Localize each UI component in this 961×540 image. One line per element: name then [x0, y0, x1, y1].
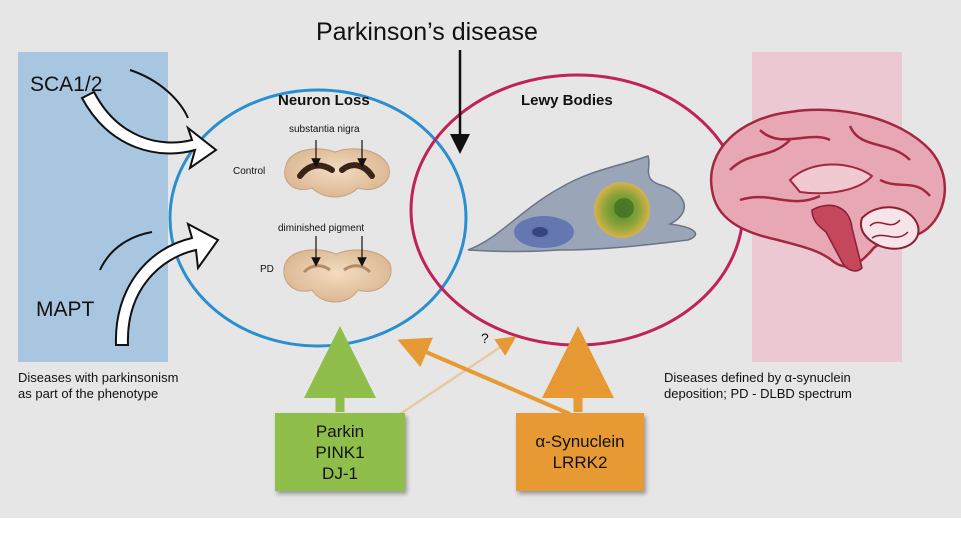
- substantia-nigra-label: substantia nigra: [289, 124, 360, 135]
- mapt-arrow-tail: [99, 231, 153, 271]
- gene-dj1: DJ-1: [322, 463, 358, 483]
- neuron-cell: [467, 155, 697, 253]
- right-caption-line2: deposition; PD - DLBD spectrum: [664, 386, 852, 401]
- right-caption-line1: Diseases defined by α-synuclein: [664, 370, 851, 385]
- control-tissue: [284, 148, 390, 198]
- bottom-strip: [0, 518, 961, 540]
- brain-illustration: [709, 108, 946, 272]
- genes-orange-box: α-Synuclein LRRK2: [516, 413, 644, 491]
- diagram-title: Parkinson’s disease: [316, 18, 538, 46]
- control-label: Control: [233, 166, 266, 177]
- diminished-pigment-label: diminished pigment: [278, 223, 365, 234]
- left-caption-line1: Diseases with parkinsonism: [18, 370, 179, 385]
- gene-pink1: PINK1: [315, 442, 365, 462]
- neuron-loss-heading: Neuron Loss: [278, 92, 370, 109]
- pd-tissue: [283, 249, 392, 303]
- genes-green-box: Parkin PINK1 DJ-1: [275, 413, 405, 491]
- question-mark: ?: [481, 330, 489, 346]
- gene-lrrk2: LRRK2: [552, 453, 608, 472]
- orange-diag-arrow: [397, 337, 571, 416]
- left-caption-line2: as part of the phenotype: [18, 386, 159, 401]
- mapt-arrow: [114, 222, 220, 346]
- sca-arrow: [80, 90, 218, 171]
- mapt-label: MAPT: [36, 298, 95, 321]
- lewy-bodies-heading: Lewy Bodies: [521, 92, 613, 109]
- green-diag-arrow: [399, 336, 517, 416]
- sca-label: SCA1/2: [30, 73, 103, 96]
- gene-alpha-synuclein: α-Synuclein: [535, 432, 625, 451]
- sca-arrow-head: [129, 69, 189, 119]
- gene-parkin: Parkin: [315, 421, 365, 441]
- pd-label: PD: [260, 264, 274, 275]
